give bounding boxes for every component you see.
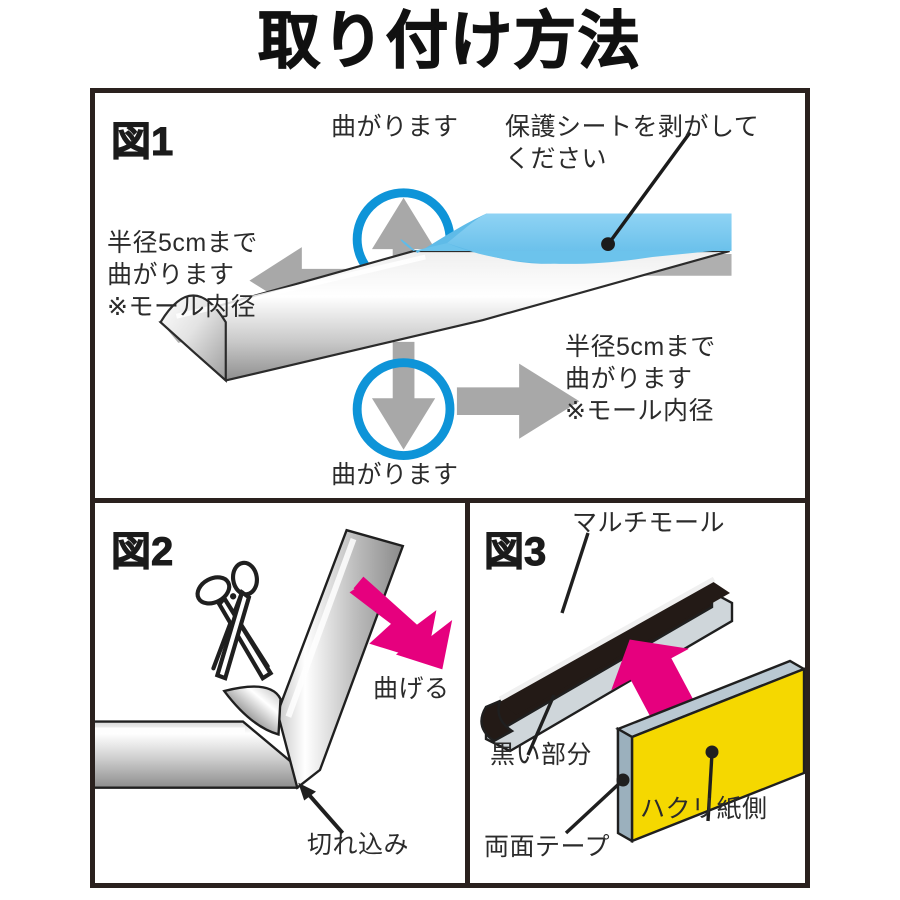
figure-frame: 図1 曲がります 保護シートを剥がして ください 半径5cmまで 曲がります ※…	[90, 88, 810, 888]
caption-right-radius-line2: 曲がります	[565, 365, 693, 393]
arrow-pointer-icon	[298, 782, 345, 835]
leader-line-icon	[564, 773, 630, 835]
molding-horizontal-arm	[95, 720, 299, 789]
caption-notch: 切れ込み	[307, 831, 410, 859]
circle-highlight-icon	[352, 188, 455, 291]
caption-left-radius-line2: 曲がります	[107, 261, 235, 289]
caption-peel-sheet-line2: ください	[505, 145, 608, 173]
arrow-left-icon	[249, 247, 359, 314]
caption-peel-sheet-line1: 保護シートを剥がして	[505, 113, 760, 141]
caption-release-paper-side: ハクリ紙側	[640, 795, 768, 823]
arrow-press-icon	[611, 639, 693, 721]
panel-figure-3: 図3 マルチモール 黒い部分 両面テープ ハクリ紙側	[470, 503, 805, 883]
leader-line-icon	[601, 131, 692, 252]
caption-left-radius-line1: 半径5cmまで	[107, 229, 258, 257]
leader-line-icon	[560, 532, 590, 614]
caption-double-sided-tape: 両面テープ	[484, 833, 611, 861]
molding-angled-arm	[276, 528, 405, 790]
caption-right-radius-line3: ※モール内径	[565, 397, 714, 425]
caption-bend-bottom: 曲がります	[331, 461, 459, 489]
panel-figure-2: 図2 曲げる 切れ込み	[95, 503, 470, 883]
multi-mall-strip	[480, 576, 734, 753]
circle-highlight-icon	[352, 358, 455, 460]
page-title: 取り付け方法	[257, 7, 642, 77]
panel-label-figure-3: 図3	[483, 530, 547, 575]
protective-sheet	[400, 213, 732, 264]
scissors-icon	[195, 560, 274, 682]
cut-wedge-icon	[222, 685, 282, 736]
caption-bend: 曲げる	[373, 675, 450, 703]
caption-bend-top: 曲がります	[331, 113, 459, 141]
caption-left-radius-line3: ※モール内径	[107, 293, 256, 321]
arrow-up-icon	[371, 197, 436, 306]
panel-figure-1: 図1 曲がります 保護シートを剥がして ください 半径5cmまで 曲がります ※…	[95, 93, 805, 503]
panel-label-figure-1: 図1	[110, 120, 174, 165]
caption-black-part: 黒い部分	[490, 741, 593, 769]
caption-multi-mall: マルチモール	[572, 509, 726, 537]
arrow-right-icon	[456, 363, 580, 439]
arrow-down-icon	[371, 341, 436, 450]
caption-right-radius-line1: 半径5cmまで	[565, 333, 716, 361]
arrow-bend-icon	[349, 576, 453, 670]
panel-label-figure-2: 図2	[110, 530, 174, 575]
